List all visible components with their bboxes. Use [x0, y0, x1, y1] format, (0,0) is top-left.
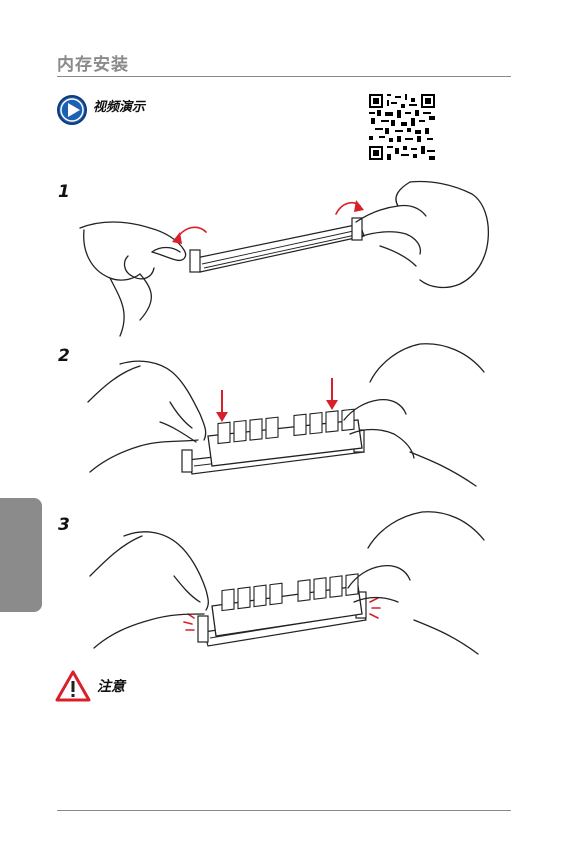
- play-icon[interactable]: [56, 94, 88, 126]
- page-title: 内存安装: [57, 50, 129, 75]
- warning-triangle-icon: [55, 670, 91, 702]
- right-hand: [344, 344, 484, 486]
- right-hand: [356, 182, 488, 288]
- footer-divider: [57, 810, 511, 811]
- header-divider: [57, 76, 511, 77]
- left-hand: [80, 222, 186, 336]
- chapter-side-tab: [0, 498, 42, 612]
- right-hand: [348, 512, 484, 654]
- step-number-3: 3: [58, 515, 70, 535]
- memory-module: [208, 409, 362, 466]
- video-demo-label: 视频演示: [93, 96, 145, 115]
- qr-code-icon[interactable]: [369, 94, 435, 160]
- step-1-illustration: [80, 180, 490, 340]
- push-arrow-right: [326, 378, 338, 410]
- click-mark-right: [370, 598, 380, 618]
- step-3-illustration: [80, 510, 490, 660]
- step-number-2: 2: [58, 346, 70, 366]
- step-2-illustration: [80, 342, 490, 492]
- warning-label: 注意: [97, 676, 125, 696]
- step-number-1: 1: [58, 182, 70, 202]
- memory-slot: [190, 218, 364, 272]
- push-arrow-left: [216, 390, 228, 422]
- click-mark-left: [184, 614, 194, 630]
